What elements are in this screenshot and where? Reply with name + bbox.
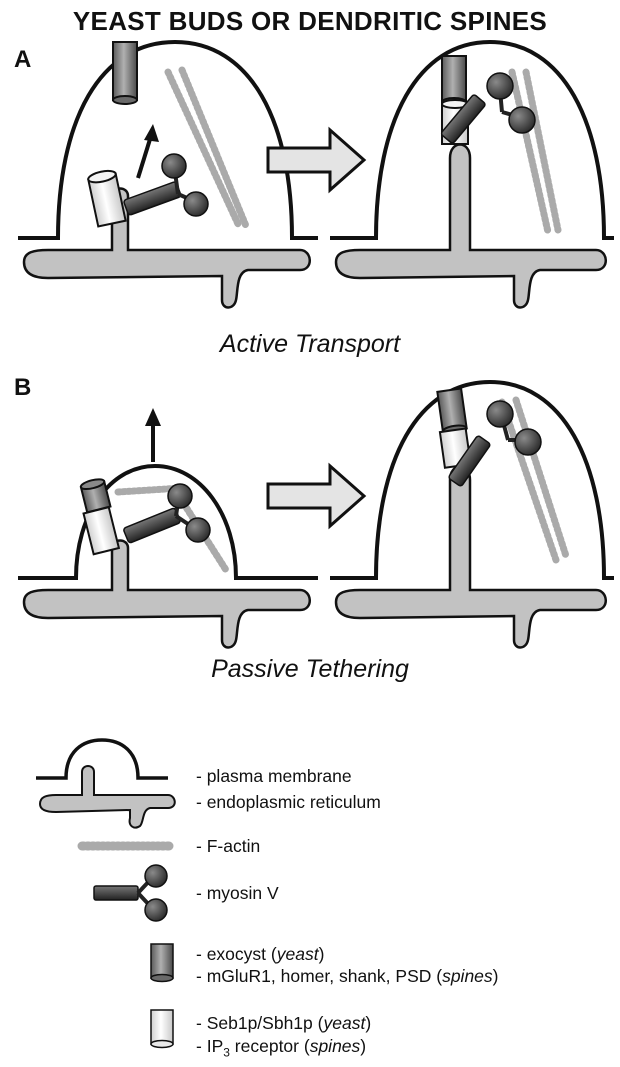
panel-caption-b: Passive Tethering	[0, 655, 620, 684]
myosin-v	[123, 154, 208, 216]
panel-letter-a: A	[14, 46, 31, 74]
legend-seb1p: - Seb1p/Sbh1p (yeast)	[196, 1013, 371, 1034]
plasma-membrane	[330, 382, 614, 578]
panel-caption-a: Active Transport	[0, 330, 620, 359]
plasma-membrane-icon	[36, 740, 168, 778]
light-cylinder-icon	[151, 1010, 173, 1048]
legend-endoplasmic-reticulum: - endoplasmic reticulum	[196, 792, 381, 813]
transition-arrow	[268, 466, 364, 526]
up-arrow-icon	[138, 124, 159, 178]
legend-mglur1: - mGluR1, homer, shank, PSD (spines)	[196, 966, 499, 987]
up-arrow-icon	[145, 408, 161, 462]
dark-cylinder	[442, 56, 466, 106]
dark-cylinder	[113, 42, 137, 104]
transition-arrow	[268, 130, 364, 190]
figure-title: YEAST BUDS OR DENDRITIC SPINES	[0, 6, 620, 37]
plasma-membrane	[330, 42, 614, 238]
dark-cylinder-icon	[151, 944, 173, 982]
endoplasmic-reticulum	[24, 541, 310, 648]
endoplasmic-reticulum	[24, 189, 310, 308]
light-cylinder	[84, 507, 119, 554]
legend-myosin-v: - myosin V	[196, 883, 279, 904]
f-actin	[502, 400, 566, 560]
panel-letter-b: B	[14, 374, 31, 402]
light-cylinder	[87, 169, 125, 227]
legend-plasma-membrane: - plasma membrane	[196, 766, 352, 787]
legend-exocyst: - exocyst (yeast)	[196, 944, 324, 965]
legend-f-actin: - F-actin	[196, 836, 260, 857]
endoplasmic-reticulum-icon	[40, 766, 175, 828]
f-actin	[512, 72, 558, 232]
myosin-v-icon	[94, 865, 167, 921]
legend-ip3-receptor: - IP3 receptor (spines)	[196, 1036, 366, 1060]
